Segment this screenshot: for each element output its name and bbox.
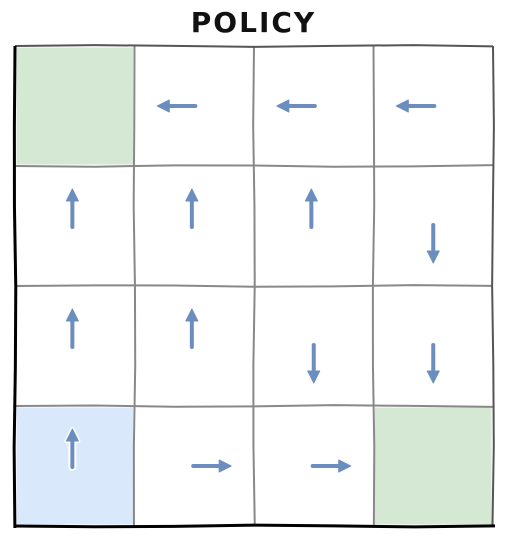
arrow-down-icon — [307, 343, 321, 384]
arrow-up-icon — [64, 427, 81, 471]
grid-line-horizontal — [14, 404, 494, 408]
diagram-title: POLICY — [190, 6, 317, 39]
arrow-right-icon — [310, 459, 352, 473]
arrow-up-icon — [185, 308, 199, 349]
grid-line-horizontal — [14, 164, 494, 168]
grid-line-horizontal — [14, 284, 494, 288]
arrow-down-icon — [426, 343, 440, 384]
arrow-right-icon — [191, 459, 232, 473]
terminal-cell — [375, 407, 492, 525]
grid-border-top — [14, 44, 494, 48]
grid-border-right — [491, 45, 495, 527]
arrow-up-icon — [65, 188, 79, 229]
arrow-left-icon — [276, 99, 317, 113]
grid-border-left — [12, 45, 18, 529]
arrow-up-icon — [185, 188, 199, 229]
arrow-up-icon — [304, 188, 318, 229]
grid-border-bottom — [13, 523, 496, 529]
arrow-left-icon — [395, 99, 437, 113]
arrow-down-icon — [426, 223, 440, 264]
terminal-cell — [16, 47, 133, 165]
arrow-up-icon — [65, 308, 79, 349]
arrow-left-icon — [156, 99, 198, 113]
